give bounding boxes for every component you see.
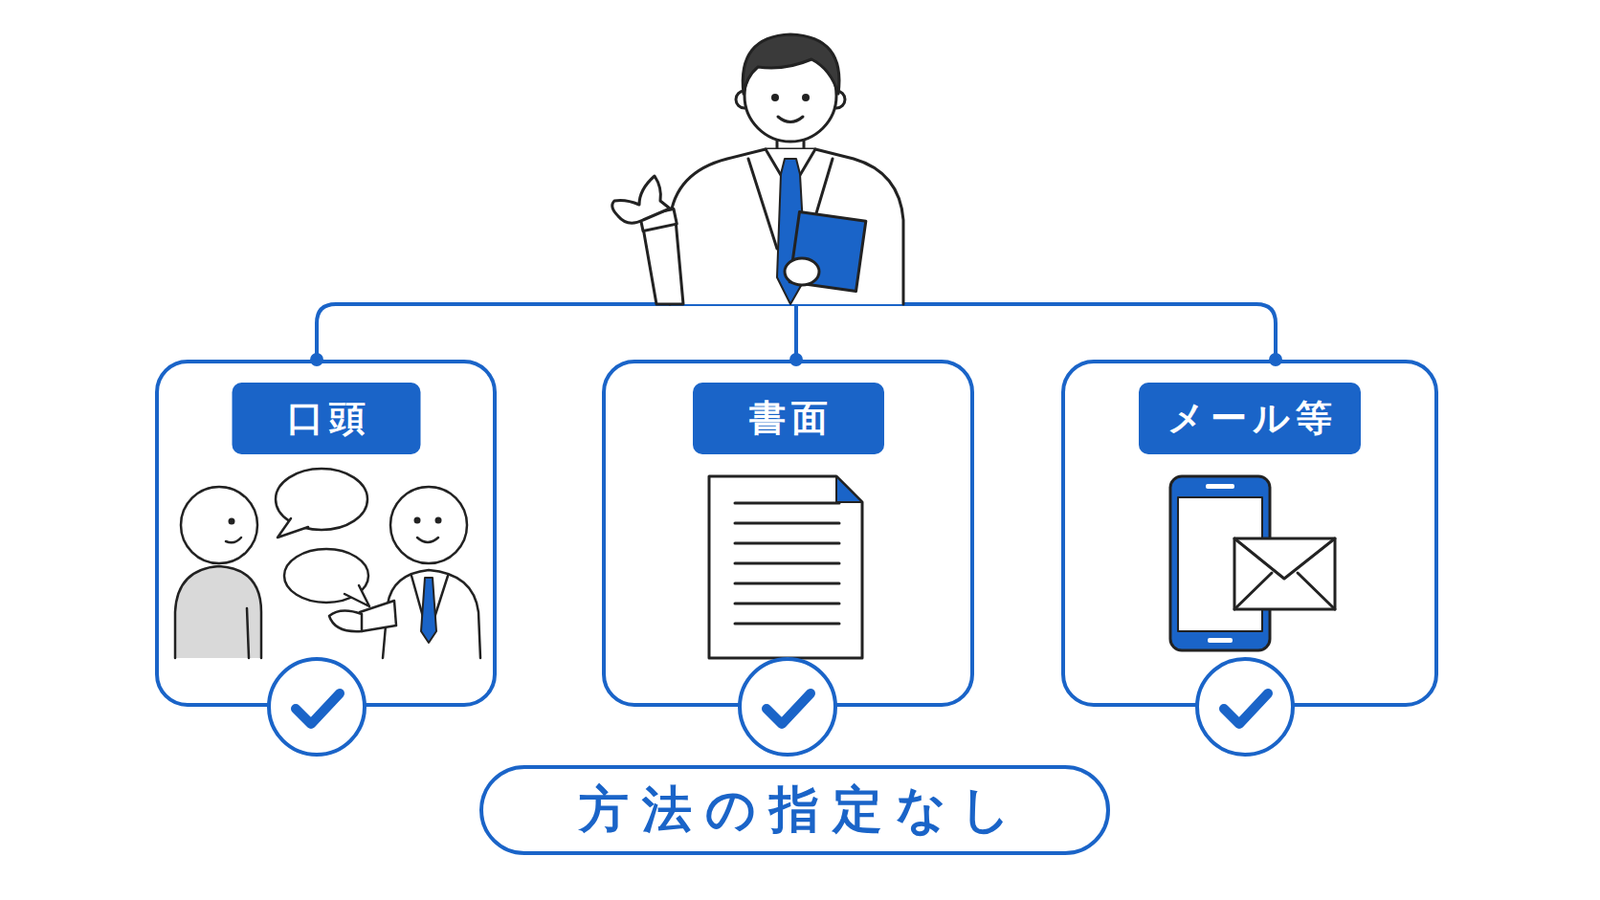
tie — [777, 158, 806, 305]
cuff — [640, 208, 678, 231]
lapel — [748, 158, 778, 249]
face — [744, 49, 837, 142]
neck — [777, 133, 804, 159]
envelope-fold — [1234, 573, 1272, 610]
bubble-tail — [277, 518, 309, 538]
person-body — [382, 570, 481, 659]
branch-dot — [789, 353, 803, 367]
summary-text: 方法の指定なし — [565, 777, 1024, 845]
channel-box: メール等 — [1061, 359, 1439, 708]
text-line — [734, 582, 840, 586]
tie — [421, 577, 437, 644]
phone-mail-icon — [1170, 476, 1335, 651]
envelope-flap — [1234, 538, 1335, 579]
text-line — [734, 602, 840, 606]
folder — [789, 211, 867, 291]
smile — [777, 116, 803, 123]
ear — [735, 90, 754, 109]
eye — [771, 93, 779, 102]
check-circle — [1197, 659, 1293, 756]
presenter-figure — [612, 34, 904, 305]
channel-box: 書面 — [601, 359, 975, 708]
eye — [414, 517, 422, 525]
branch-dot — [1268, 353, 1283, 367]
document-icon — [709, 476, 863, 659]
collar — [765, 149, 816, 192]
dog-ear — [836, 476, 863, 503]
lapel — [411, 576, 425, 624]
branch-dots — [310, 353, 1283, 367]
summary-pill: 方法の指定なし — [479, 765, 1111, 856]
speech-bubble — [284, 549, 369, 603]
eye — [435, 517, 443, 525]
sleeve — [359, 600, 397, 632]
ear — [827, 90, 845, 109]
eye — [228, 518, 236, 526]
branch-lines — [316, 287, 1276, 360]
person-head — [180, 487, 258, 564]
check-mark — [295, 693, 340, 725]
text-lines — [734, 503, 840, 624]
text-line — [734, 522, 840, 526]
sleeve — [643, 220, 684, 305]
person-body — [175, 566, 262, 659]
hair — [742, 34, 840, 94]
open-hand — [329, 610, 362, 632]
lapel — [805, 158, 833, 249]
lapel — [432, 576, 448, 624]
text-line — [734, 542, 840, 546]
torso — [669, 149, 904, 305]
eye — [801, 93, 810, 102]
hand — [784, 258, 820, 286]
check-circle — [739, 659, 836, 756]
conversation-icon — [175, 468, 481, 659]
channel-label: 口頭 — [231, 382, 421, 455]
check-circle — [268, 659, 365, 756]
channel-label: メール等 — [1138, 382, 1361, 455]
speech-bubble — [275, 468, 368, 531]
text-line — [734, 502, 840, 506]
phone-screen — [1177, 497, 1263, 632]
person-head — [390, 487, 467, 564]
open-hand — [612, 176, 670, 223]
phone-speaker — [1205, 484, 1235, 489]
smile — [417, 537, 439, 543]
smile — [225, 537, 242, 543]
check-mark — [766, 693, 811, 725]
phone-body — [1170, 476, 1270, 651]
envelope — [1234, 538, 1335, 610]
text-line — [734, 562, 840, 566]
check-mark — [1223, 693, 1268, 725]
branch-line — [316, 304, 1276, 360]
phone-home-bar — [1207, 638, 1233, 644]
channel-label: 書面 — [692, 382, 885, 455]
document-sheet — [709, 476, 863, 659]
channel-box: 口頭 — [155, 359, 497, 708]
envelope-fold — [1297, 573, 1335, 610]
branch-dot — [310, 353, 324, 367]
bubble-tail — [344, 585, 370, 607]
person-arm — [246, 608, 249, 659]
branch-line — [794, 287, 799, 360]
text-line — [734, 622, 840, 626]
check-badges — [268, 659, 1293, 756]
